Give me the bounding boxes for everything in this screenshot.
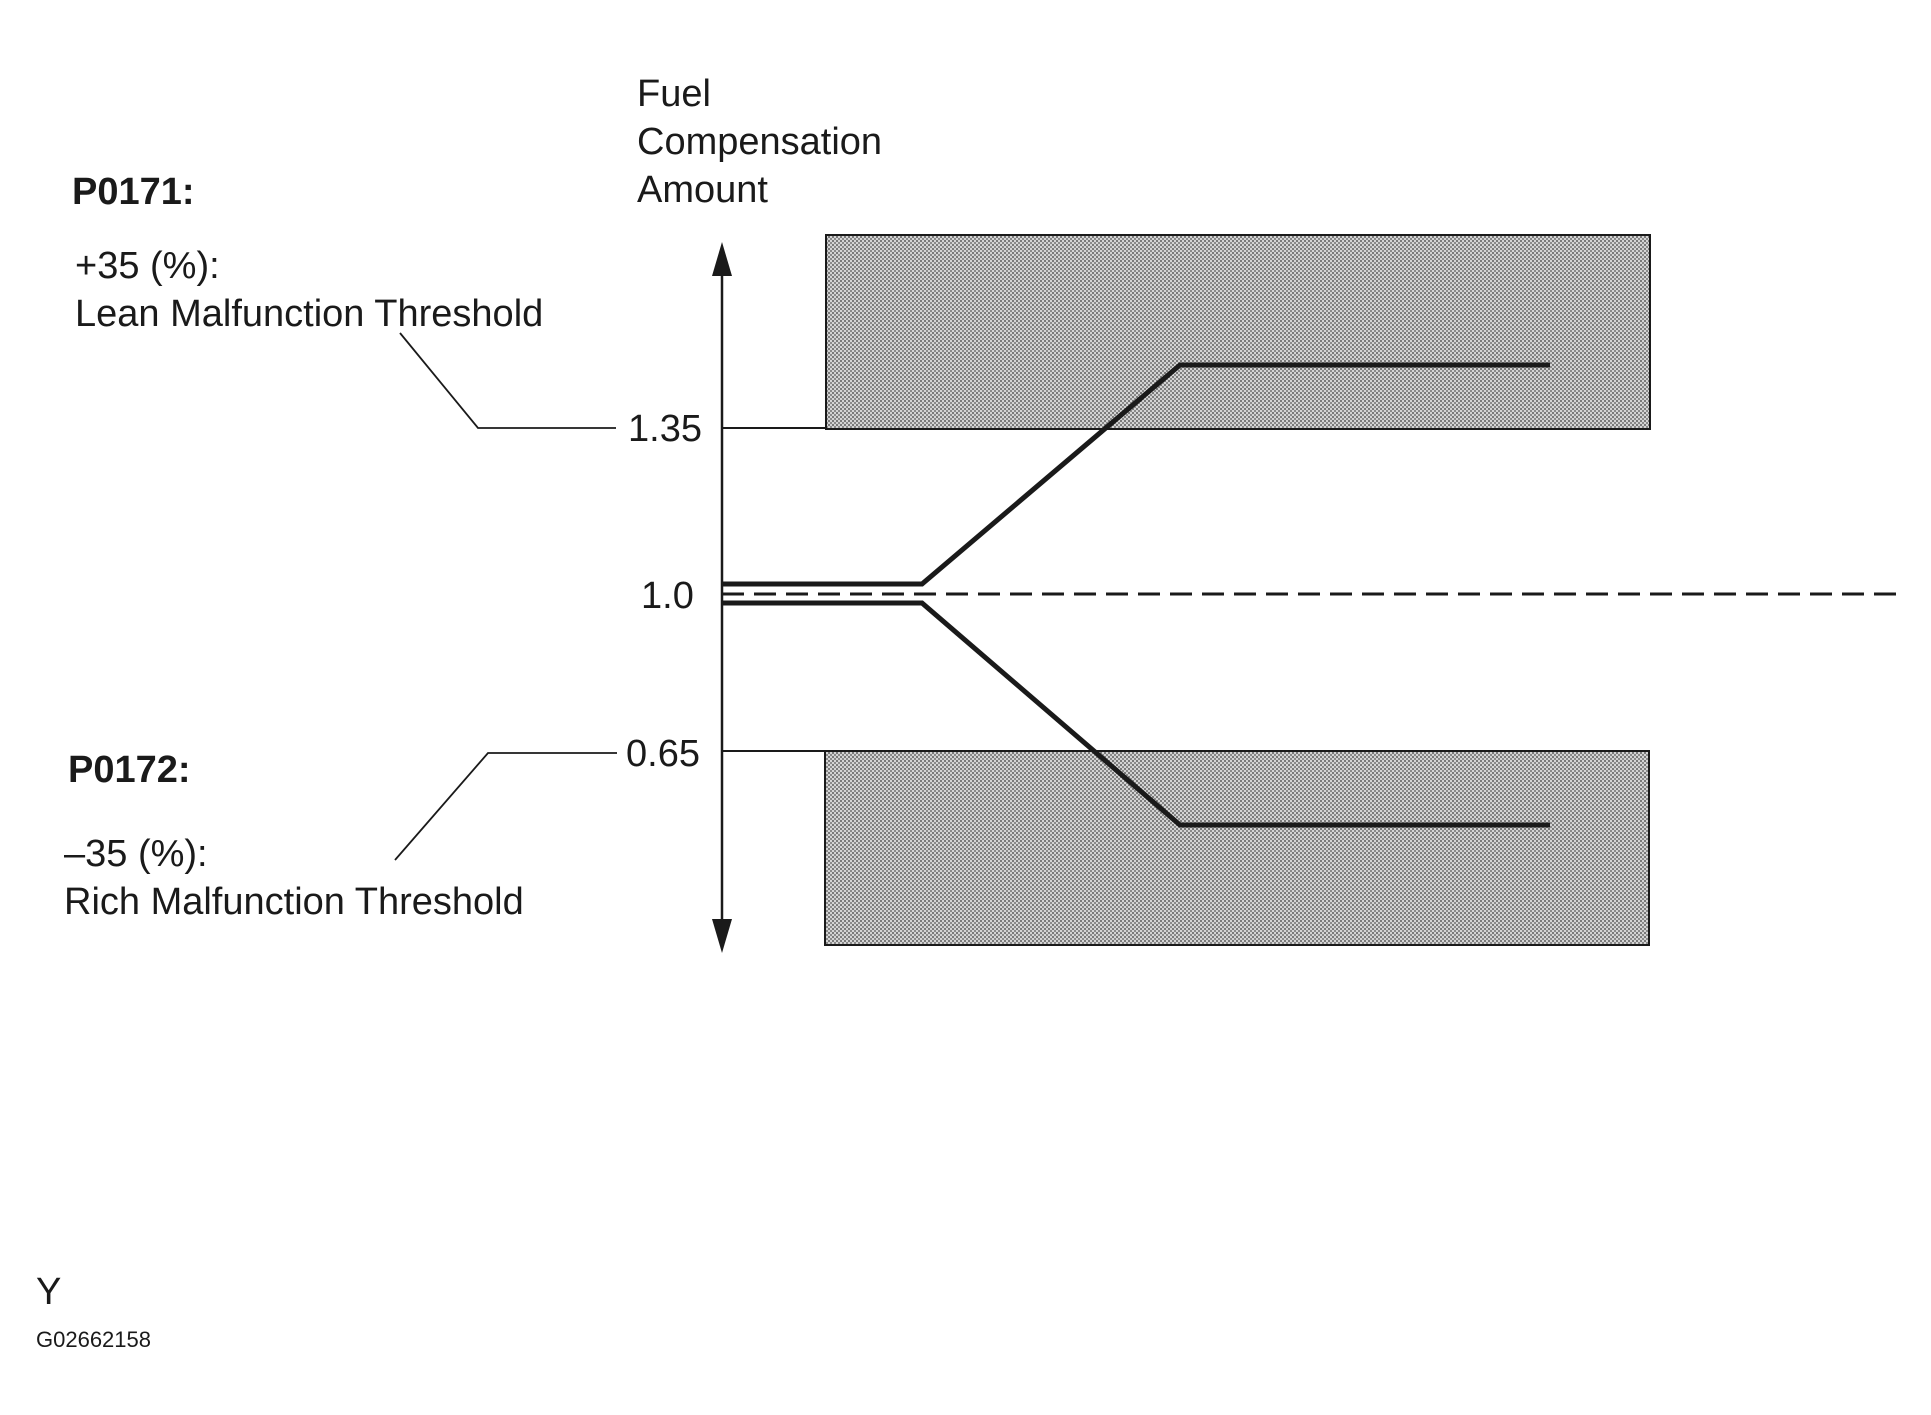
- lean-code-label: P0171:: [72, 171, 195, 213]
- axis-title-line-1: Fuel: [637, 73, 711, 115]
- figure-id: G02662158: [36, 1327, 151, 1352]
- axis-arrow-up-icon: [712, 242, 732, 276]
- rich-code-label: P0172:: [68, 749, 191, 791]
- tick-label-0-65: 0.65: [626, 733, 700, 775]
- axis-title-line-2: Compensation: [637, 121, 882, 163]
- rich-percent-label: –35 (%):: [64, 833, 208, 875]
- lean-compensation-curve: [722, 362, 1550, 587]
- lean-leader-line: [399, 332, 616, 429]
- lean-percent-label: +35 (%):: [75, 245, 220, 287]
- footer-letter: Y: [36, 1271, 61, 1313]
- lean-description-label: Lean Malfunction Threshold: [75, 293, 543, 335]
- rich-leader-line: [394, 752, 617, 861]
- lean-malfunction-zone: [825, 234, 1651, 430]
- tick-label-1-0: 1.0: [641, 575, 694, 617]
- rich-malfunction-zone: [824, 750, 1650, 946]
- rich-description-label: Rich Malfunction Threshold: [64, 881, 524, 923]
- axis-title-line-3: Amount: [637, 169, 768, 211]
- axis-arrow-down-icon: [712, 919, 732, 953]
- rich-compensation-curve: [722, 600, 1550, 828]
- tick-label-1-35: 1.35: [628, 408, 702, 450]
